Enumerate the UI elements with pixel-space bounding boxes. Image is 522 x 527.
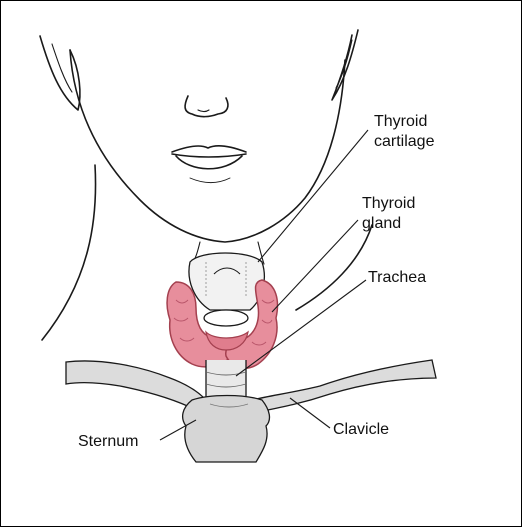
mouth-line	[172, 154, 246, 157]
left-clavicle	[66, 361, 204, 410]
label-thyroid-gland: Thyroid gland	[362, 194, 415, 234]
label-sternum: Sternum	[78, 432, 138, 452]
left-ear	[40, 36, 80, 110]
label-clavicle: Clavicle	[333, 420, 389, 440]
neck-right	[296, 225, 372, 310]
nose	[185, 96, 228, 117]
label-thyroid-cartilage-line1: Thyroid	[374, 112, 434, 132]
label-thyroid-cartilage: Thyroid cartilage	[374, 112, 434, 152]
leader-clavicle	[290, 398, 330, 428]
trachea-tube	[206, 360, 246, 398]
leader-thyroid-cartilage	[258, 130, 368, 262]
label-thyroid-cartilage-line2: cartilage	[374, 132, 434, 152]
lower-lip	[176, 156, 242, 169]
label-trachea: Trachea	[368, 268, 426, 288]
right-clavicle	[252, 360, 436, 412]
label-thyroid-gland-line2: gland	[362, 214, 415, 234]
trachea-ring	[204, 310, 248, 326]
jaw-outline	[70, 50, 345, 242]
sternum	[183, 396, 270, 463]
neck-left	[42, 165, 96, 340]
upper-lip	[172, 146, 246, 152]
label-thyroid-gland-line1: Thyroid	[362, 194, 415, 214]
left-ear-inner	[52, 44, 72, 92]
thyroid-cartilage-shape	[189, 253, 264, 310]
